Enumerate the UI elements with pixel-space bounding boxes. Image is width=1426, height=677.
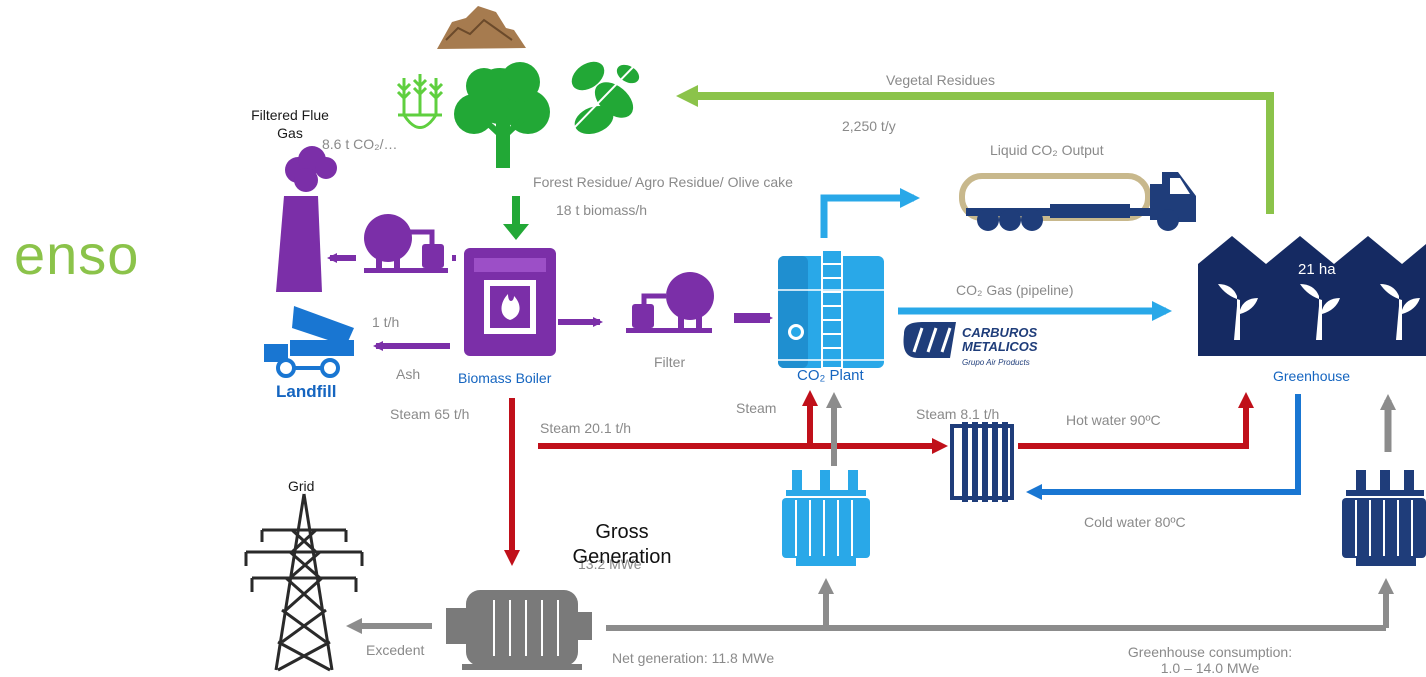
heat-exchanger-icon	[950, 422, 1014, 502]
cold-water-label: Cold water 80ºC	[1084, 514, 1186, 530]
net-generation-label: Net generation: 11.8 MWe	[612, 650, 775, 666]
carburos-line1: CARBUROS	[962, 325, 1038, 340]
greenhouse-label: Greenhouse	[1273, 368, 1351, 384]
steam-label: Steam	[736, 400, 777, 416]
co2-plant-icon	[778, 249, 884, 369]
greenhouse-consumption-label: Greenhouse consumption:	[1127, 644, 1293, 660]
flue-gas-co2-label: 8.6 t CO₂/…	[322, 136, 398, 152]
cold-water-return-arrow	[1026, 394, 1301, 500]
wheat-icon	[396, 74, 444, 129]
vegetal-rate-label: 2,250 t/y	[842, 118, 896, 134]
steam-65-label: Steam 65 t/h	[390, 406, 470, 422]
flue-gas-filter-icon	[364, 214, 448, 273]
co2-plant-label: CO₂ Plant	[797, 367, 864, 384]
carburos-logo-icon	[903, 322, 956, 358]
tree-icon	[454, 62, 550, 168]
carburos-line2: METALICOS	[962, 339, 1038, 354]
ash-label: Ash	[396, 366, 421, 382]
greenhouse-consumption-range: 1.0 – 14.0 MWe	[1160, 660, 1260, 676]
ash-rate-label: 1 t/h	[372, 314, 400, 330]
excedent-label: Excedent	[366, 642, 425, 658]
generator-icon	[446, 590, 592, 670]
vegetal-residues-arrow	[676, 85, 1274, 214]
steam-8-label: Steam 8.1 t/h	[916, 406, 1000, 422]
greenhouse-icon	[1198, 236, 1426, 356]
soil-pile-icon	[437, 6, 526, 49]
enso-logo: enso	[14, 223, 140, 286]
chimney-icon	[276, 146, 337, 292]
gross-mw-label: 13.2 MWe	[578, 556, 642, 572]
co2-tanker-truck-icon	[959, 172, 1196, 231]
liquid-co2-arrow	[820, 188, 920, 238]
forest-residue-label: Forest Residue/ Agro Residue/ Olive cake	[533, 174, 793, 190]
biomass-input-label: 18 t biomass/h	[556, 202, 648, 218]
power-pylon-icon	[244, 493, 364, 672]
steam-20-label: Steam 20.1 t/h	[540, 420, 632, 436]
liquid-co2-label: Liquid CO₂ Output	[990, 142, 1104, 158]
filter-label: Filter	[654, 354, 686, 370]
filter-icon	[626, 272, 714, 333]
landfill-label: Landfill	[276, 382, 337, 401]
landfill-truck-icon	[264, 306, 354, 378]
carburos-line3: Grupo Air Products	[962, 358, 1030, 367]
hot-water-arrow	[1018, 392, 1254, 449]
leaves-icon	[571, 59, 641, 135]
vegetal-residues-label: Vegetal Residues	[886, 72, 995, 88]
co2-gas-label: CO₂ Gas (pipeline)	[956, 282, 1074, 298]
hot-water-label: Hot water 90ºC	[1066, 412, 1161, 428]
grid-label: Grid	[288, 478, 315, 494]
gross-generation-label: Gross Generation	[572, 521, 672, 568]
transformer-icon	[782, 470, 870, 566]
greenhouse-area-label: 21 ha	[1298, 261, 1336, 278]
biomass-boiler-label: Biomass Boiler	[458, 370, 552, 386]
biomass-boiler-icon	[464, 248, 556, 356]
filtered-flue-gas-label: Filtered Flue Gas	[251, 107, 329, 141]
greenhouse-transformer-icon	[1342, 470, 1426, 566]
